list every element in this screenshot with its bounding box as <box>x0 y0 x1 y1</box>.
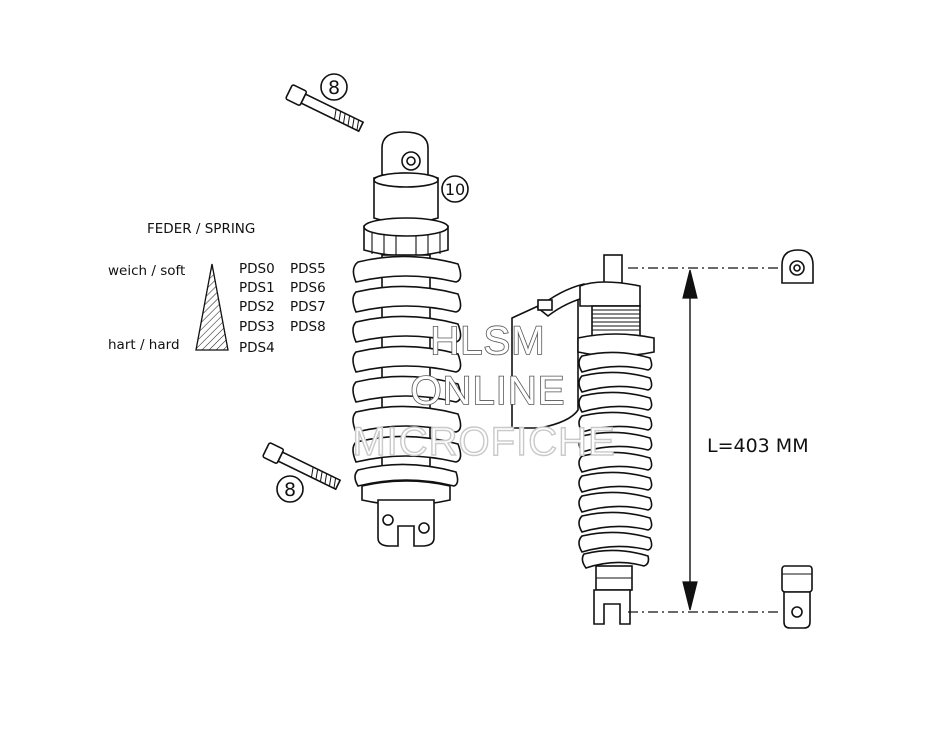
watermark: HLSM ONLINE MICROFICHE <box>352 318 616 465</box>
watermark-line3: MICROFICHE <box>352 420 615 464</box>
spring-code: PDS2 <box>239 299 275 315</box>
spring-table-title: FEDER / SPRING <box>147 221 255 237</box>
shock-absorber-3d <box>352 131 462 547</box>
shock-absorber-side <box>511 254 655 625</box>
dimension-lines <box>628 267 780 613</box>
spring-code: PDS7 <box>290 299 326 315</box>
bottom-eye-detail <box>781 565 813 629</box>
spring-code: PDS0 <box>239 261 275 277</box>
watermark-line2: ONLINE <box>411 369 566 413</box>
watermark-line1: HLSM <box>430 319 545 363</box>
spring-code: PDS8 <box>290 319 326 335</box>
bolt-bottom <box>262 442 342 491</box>
callout-bolt-top: 8 <box>320 73 348 101</box>
dimension-label: L=403 MM <box>707 435 809 457</box>
callout-bolt-top-number: 8 <box>328 77 340 99</box>
callout-shock-number: 10 <box>445 180 465 199</box>
spring-col2: PDS5 PDS6 PDS7 PDS8 <box>290 261 326 335</box>
spring-table: FEDER / SPRING weich / soft hart / hard … <box>108 221 326 356</box>
spring-code: PDS3 <box>239 319 275 335</box>
spring-code: PDS6 <box>290 280 326 296</box>
spring-rate-wedge <box>195 263 229 351</box>
callout-bolt-bottom-number: 8 <box>284 479 296 501</box>
callout-bolt-bottom: 8 <box>276 475 304 503</box>
bolt-top <box>285 84 365 133</box>
callout-shock: 10 <box>441 175 469 203</box>
spring-soft-label: weich / soft <box>108 263 185 279</box>
top-eye-detail <box>781 249 814 284</box>
spring-code: PDS5 <box>290 261 326 277</box>
spring-code: PDS4 <box>239 340 275 356</box>
spring-hard-label: hart / hard <box>108 337 180 353</box>
spring-code: PDS1 <box>239 280 275 296</box>
spring-col1: PDS0 PDS1 PDS2 PDS3 PDS4 <box>239 261 275 356</box>
